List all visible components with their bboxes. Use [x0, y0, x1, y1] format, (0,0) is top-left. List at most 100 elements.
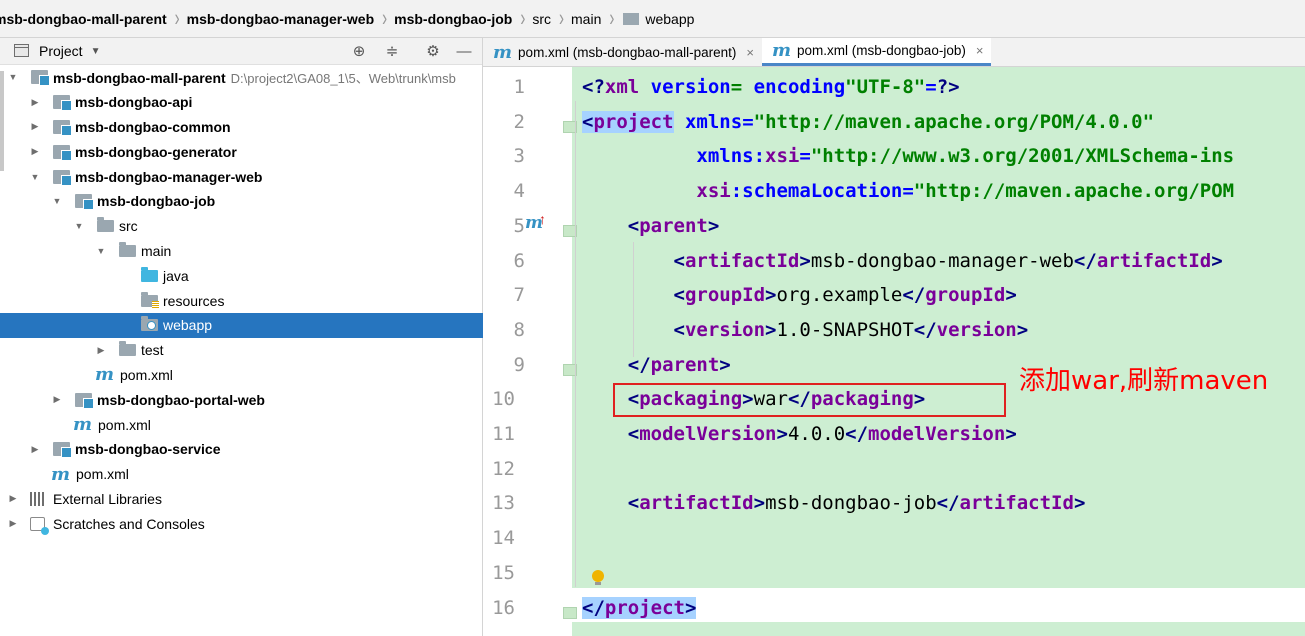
breadcrumb-item[interactable]: main — [571, 0, 607, 37]
collapsed-arrow-icon[interactable]: ▶ — [97, 344, 105, 355]
tree-row[interactable]: ▶ test — [0, 338, 483, 363]
tree-row[interactable]: ▼msb-dongbao-manager-web — [0, 164, 483, 189]
tree-item-label: test — [141, 342, 164, 358]
tree-row[interactable]: ▶ Scratches and Consoles — [0, 511, 483, 536]
tree-row[interactable]: resources — [0, 288, 483, 313]
folder-icon — [119, 341, 136, 357]
expanded-arrow-icon[interactable]: ▼ — [52, 196, 62, 207]
indent-guide — [575, 101, 576, 587]
tree-row[interactable]: java — [0, 263, 483, 288]
navigate-parent-icon[interactable]: ↑ — [539, 211, 546, 227]
tree-item-label: Scratches and Consoles — [53, 516, 205, 532]
breadcrumb-item[interactable]: src — [532, 0, 557, 37]
expanded-arrow-icon[interactable]: ▼ — [74, 221, 84, 232]
tree-row[interactable]: webapp — [0, 312, 483, 338]
code-token: xsi — [765, 145, 800, 168]
locate-icon[interactable]: ⊕ — [352, 43, 366, 60]
module-icon — [75, 392, 94, 409]
tree-row[interactable]: ▶msb-dongbao-portal-web — [0, 387, 483, 412]
tree-row[interactable]: ▶ msb-dongbao-generator — [0, 139, 483, 164]
line-number: 14 — [492, 527, 515, 550]
tree-row[interactable]: ▼ src — [0, 214, 483, 239]
fold-marker-icon[interactable] — [563, 606, 577, 619]
breadcrumb: msb-dongbao-mall-parent›msb-dongbao-mana… — [0, 0, 1305, 38]
line-number: 11 — [492, 423, 515, 445]
code-line: <groupId>org.example</groupId> — [582, 284, 1017, 306]
lightbulb-icon[interactable] — [592, 570, 604, 585]
tree-row[interactable]: ▼msb-dongbao-job — [0, 189, 483, 214]
tree-row[interactable]: ▶ msb-dongbao-service — [0, 437, 483, 462]
code-token: > — [1005, 423, 1017, 445]
code-line: <version>1.0-SNAPSHOT</version> — [582, 318, 1029, 341]
tree-row[interactable]: ▼ main — [0, 239, 483, 264]
tree-item-name: main — [141, 242, 172, 259]
collapsed-arrow-icon[interactable]: ▶ — [9, 518, 17, 529]
breadcrumb-label: main — [571, 10, 602, 27]
collapse-icon[interactable]: ≑ — [385, 43, 399, 60]
project-panel-header: Project ▼ ⊕ ≑ ⚙ — — [0, 38, 482, 65]
tree-item-name: pom.xml — [120, 366, 173, 383]
hide-icon[interactable]: — — [456, 42, 472, 60]
code-token: "UTF-8" — [845, 76, 926, 98]
breadcrumb-item[interactable]: msb-dongbao-job — [394, 0, 518, 37]
code-line: <parent> — [582, 215, 720, 237]
fold-marker-icon[interactable] — [563, 224, 577, 237]
line-number: 9 — [513, 353, 525, 376]
tree-scrollbar[interactable] — [0, 71, 4, 171]
breadcrumb-item[interactable]: msb-dongbao-manager-web — [187, 0, 380, 37]
expanded-arrow-icon[interactable]: ▼ — [96, 245, 106, 256]
collapsed-arrow-icon[interactable]: ▶ — [9, 493, 17, 504]
close-icon[interactable]: × — [975, 43, 984, 58]
tree-item-name: pom.xml — [76, 466, 129, 483]
code-token: artifactId — [1096, 249, 1212, 272]
gear-icon[interactable]: ⚙ — [426, 43, 440, 60]
tree-row[interactable]: ▶msb-dongbao-common — [0, 115, 483, 140]
tree-item-name: msb-dongbao-generator — [75, 143, 237, 160]
project-tool-window: Project ▼ ⊕ ≑ ⚙ — ▼ msb-dongbao-mall-pare… — [0, 38, 483, 636]
tree-item-label: resources — [163, 293, 224, 309]
collapsed-arrow-icon[interactable]: ▶ — [31, 443, 39, 454]
code-token: > — [753, 492, 766, 515]
code-token: < — [673, 318, 685, 341]
line-number: 8 — [513, 318, 525, 341]
expanded-arrow-icon[interactable]: ▼ — [30, 171, 40, 182]
code-token: > — [1073, 492, 1086, 515]
tree-item-label: main — [141, 243, 171, 259]
tree-row[interactable]: ▶msb-dongbao-api — [0, 90, 483, 115]
collapsed-arrow-icon[interactable]: ▶ — [31, 146, 39, 157]
code-line: <packaging>war</packaging> — [582, 388, 925, 410]
line-number: 15 — [492, 561, 515, 584]
code-token: xmlns — [696, 145, 754, 168]
tree-item-name: test — [141, 342, 164, 359]
tree-item-name: src — [119, 218, 138, 235]
collapsed-arrow-icon[interactable]: ▶ — [31, 121, 39, 132]
maven-gutter-icon[interactable]: m — [525, 213, 543, 233]
fold-marker-icon[interactable] — [563, 120, 577, 133]
collapsed-arrow-icon[interactable]: ▶ — [53, 394, 61, 405]
code-token: schemaLocation — [742, 180, 903, 203]
tree-item-name: pom.xml — [98, 416, 151, 433]
breadcrumb-item[interactable]: msb-dongbao-mall-parent — [0, 0, 173, 37]
breadcrumb-item[interactable]: webapp — [621, 0, 700, 37]
collapsed-arrow-icon[interactable]: ▶ — [31, 96, 39, 107]
code-token: > — [765, 284, 777, 307]
project-view-selector[interactable]: Project — [39, 43, 83, 59]
chevron-down-icon[interactable]: ▼ — [90, 45, 101, 57]
expanded-arrow-icon[interactable]: ▼ — [8, 72, 18, 83]
fold-marker-icon[interactable] — [563, 363, 577, 376]
close-icon[interactable]: × — [746, 44, 754, 60]
code-token: < — [627, 492, 640, 515]
tree-row[interactable]: ▶External Libraries — [0, 487, 483, 512]
code-token: = — [902, 180, 914, 203]
code-line: </project> — [582, 596, 697, 619]
tree-item-label: msb-dongbao-service — [75, 441, 220, 457]
